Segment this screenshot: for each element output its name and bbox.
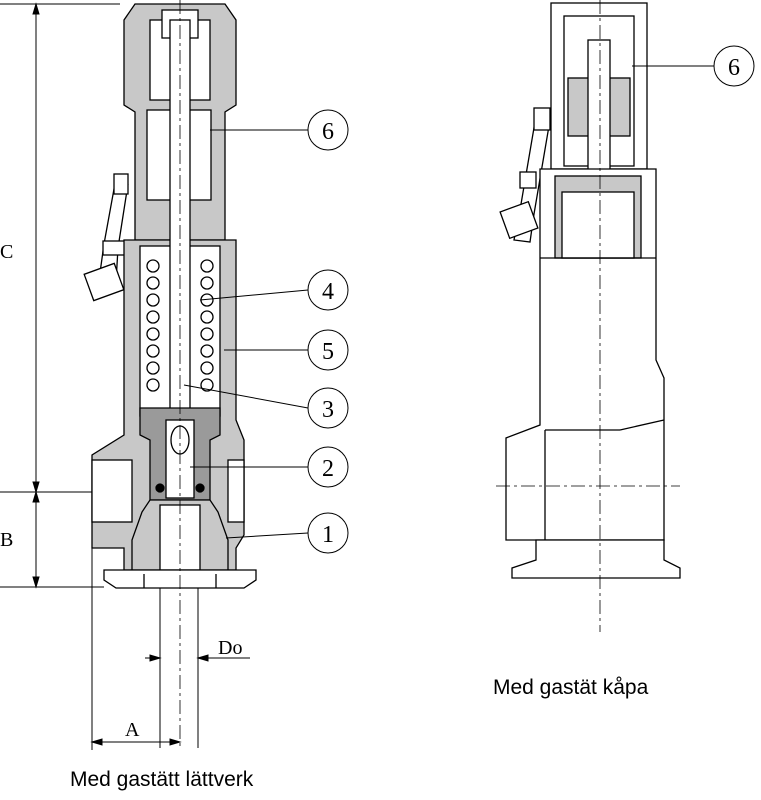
callout-circle-4 [307,269,349,311]
right-valve-view [499,2,681,579]
dim-label-a: A [125,719,140,741]
left-callouts [183,109,349,554]
dim-label-c: C [0,241,13,263]
dim-label-b: B [0,529,13,551]
spring [146,259,214,392]
callout-circle-2 [307,446,349,488]
callout-number-6-left: 6 [322,119,334,145]
callout-circle-3 [307,387,349,429]
callout-circle-1 [307,512,349,554]
caption-left: Med gastätt lättverk [70,768,254,791]
callout-circle-6-left [307,109,349,151]
caption-right: Med gastät kåpa [493,676,649,699]
callout-number-5: 5 [322,339,334,365]
callout-number-2: 2 [322,456,334,482]
callout-number-1: 1 [322,522,334,548]
callout-number-3: 3 [322,397,334,423]
right-flange [511,539,681,579]
callout-circle-5 [307,329,349,371]
left-valve-section [83,3,257,589]
dim-label-do: Do [218,637,242,659]
callout-number-6-right: 6 [728,55,740,81]
outlet-port [91,459,133,523]
dimension-lines [0,2,250,750]
callout-number-4: 4 [322,279,334,305]
callout-circle-6-right [713,45,755,87]
right-callout [632,45,755,87]
